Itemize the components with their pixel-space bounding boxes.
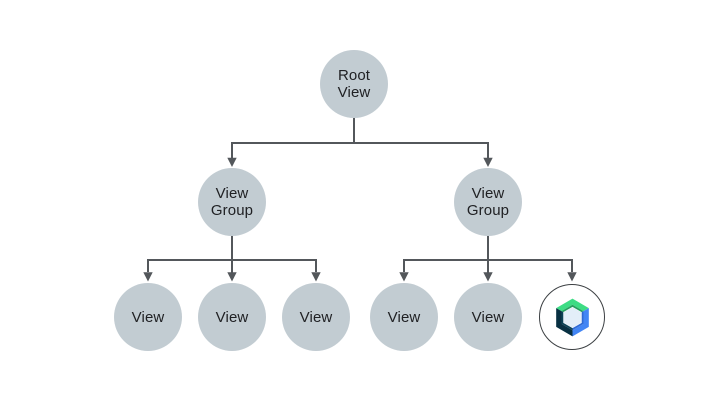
node-label: View bbox=[215, 308, 249, 326]
node-label: Group bbox=[466, 202, 510, 219]
node-view-group-right: View Group bbox=[454, 168, 522, 236]
arrowhead bbox=[311, 272, 321, 282]
node-view-group-left: View Group bbox=[198, 168, 266, 236]
arrowhead bbox=[483, 157, 493, 167]
connector-level2-left-rail bbox=[147, 259, 317, 272]
node-label: View bbox=[387, 308, 421, 326]
node-view-left-1: View bbox=[114, 283, 182, 351]
jetpack-compose-icon bbox=[555, 298, 589, 336]
node-view-right-1: View bbox=[370, 283, 438, 351]
node-label: Group bbox=[210, 202, 254, 219]
arrowhead bbox=[143, 272, 153, 282]
node-label: View bbox=[337, 84, 371, 101]
arrowhead bbox=[227, 157, 237, 167]
node-label: View bbox=[131, 308, 165, 326]
node-view-right-2: View bbox=[454, 283, 522, 351]
arrowhead bbox=[227, 272, 237, 282]
node-view-left-3: View bbox=[282, 283, 350, 351]
node-compose bbox=[539, 284, 605, 350]
connector-level1-rail bbox=[231, 142, 489, 158]
arrowhead bbox=[567, 272, 577, 282]
arrowhead bbox=[399, 272, 409, 282]
node-label: View bbox=[471, 308, 505, 326]
node-label: Root bbox=[337, 67, 371, 84]
node-label: View bbox=[215, 185, 249, 202]
node-view-left-2: View bbox=[198, 283, 266, 351]
node-label: View bbox=[471, 185, 505, 202]
arrowhead bbox=[483, 272, 493, 282]
node-root-view: Root View bbox=[320, 50, 388, 118]
connector-level2-right-rail bbox=[403, 259, 573, 272]
node-label: View bbox=[299, 308, 333, 326]
